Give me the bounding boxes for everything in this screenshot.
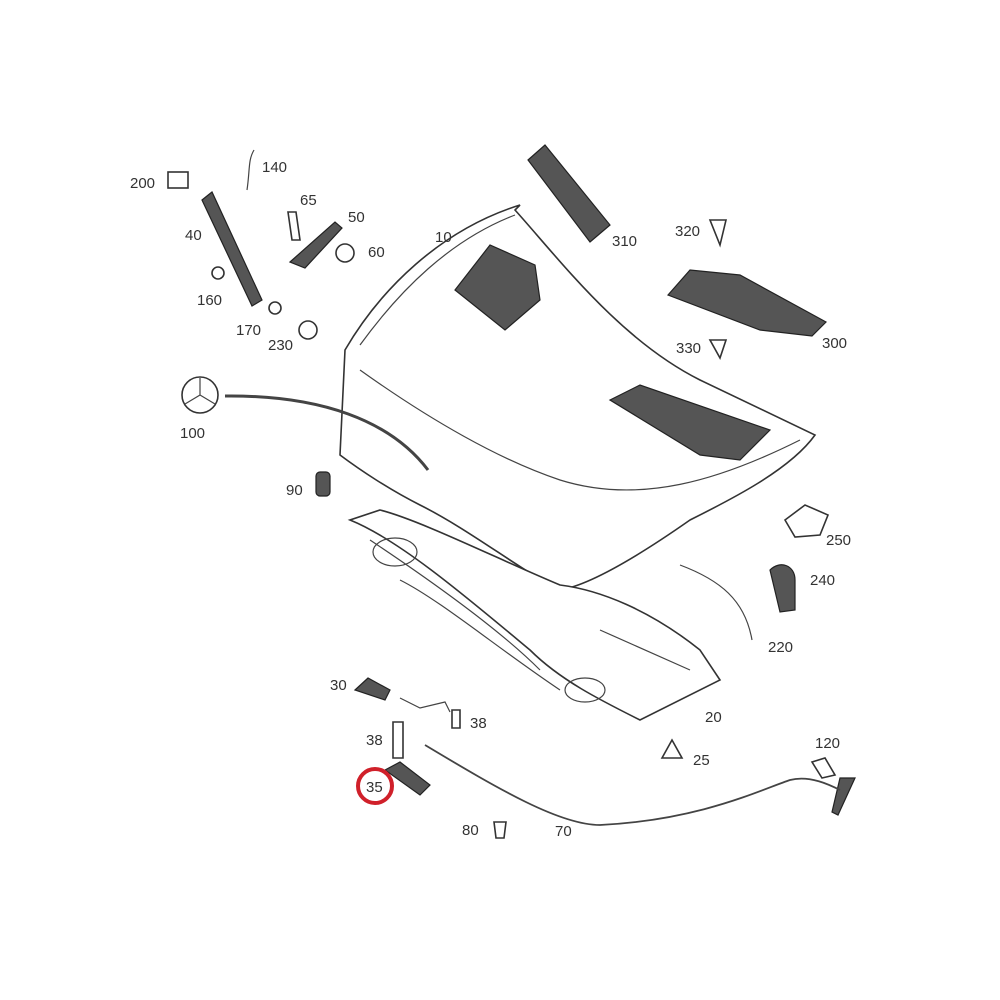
cable-part-70[interactable]: [424, 744, 841, 826]
label-10: 10: [435, 229, 452, 246]
hood-part-10[interactable]: [339, 204, 817, 591]
catch-part-35[interactable]: [383, 761, 431, 796]
bolt-part-38a[interactable]: [451, 709, 461, 729]
cable-part-140[interactable]: [246, 149, 255, 191]
label-38-right: 38: [470, 715, 487, 732]
washer-part-160[interactable]: [211, 266, 225, 280]
label-330: 330: [676, 340, 701, 357]
label-35: 35: [366, 779, 383, 796]
label-200: 200: [130, 175, 155, 192]
nut-part-170[interactable]: [268, 301, 282, 315]
hinge-part-50[interactable]: [288, 221, 343, 269]
clip-part-320[interactable]: [708, 219, 728, 248]
label-90: 90: [286, 482, 303, 499]
clip-part-330[interactable]: [708, 339, 728, 360]
label-80: 80: [462, 822, 479, 839]
label-40: 40: [185, 227, 202, 244]
clip-part-200[interactable]: [167, 171, 189, 189]
bushing-part-230[interactable]: [298, 320, 318, 340]
wire-line: [399, 697, 451, 713]
label-70: 70: [555, 823, 572, 840]
label-30: 30: [330, 677, 347, 694]
label-20: 20: [705, 709, 722, 726]
grille-part-310[interactable]: [527, 144, 611, 243]
highlight-circle: [356, 767, 394, 805]
bumper-part-90[interactable]: [315, 471, 331, 497]
label-65: 65: [300, 192, 317, 209]
part-labels: 200 140 65 50 60 40 160 170 230 10 310 3…: [130, 159, 851, 840]
handle-part-120[interactable]: [810, 757, 837, 779]
rod-part-220[interactable]: [679, 564, 753, 641]
lever-part-120[interactable]: [831, 777, 856, 816]
label-230: 230: [268, 337, 293, 354]
label-160: 160: [197, 292, 222, 309]
label-220: 220: [768, 639, 793, 656]
cap-part-60[interactable]: [335, 243, 355, 263]
label-170: 170: [236, 322, 261, 339]
label-100: 100: [180, 425, 205, 442]
lock-part-30[interactable]: [353, 677, 391, 701]
label-25: 25: [693, 752, 710, 769]
label-250: 250: [826, 532, 851, 549]
emblem-part-100[interactable]: [181, 376, 430, 471]
seal-part-240[interactable]: [769, 564, 796, 613]
label-140: 140: [262, 159, 287, 176]
hood-frame-part-20[interactable]: [347, 509, 722, 721]
label-310: 310: [612, 233, 637, 250]
clip-part-25[interactable]: [660, 738, 684, 759]
label-300: 300: [822, 335, 847, 352]
spring-part-40[interactable]: [201, 191, 263, 307]
label-60: 60: [368, 244, 385, 261]
label-240: 240: [810, 572, 835, 589]
label-320: 320: [675, 223, 700, 240]
clip-part-80[interactable]: [493, 821, 507, 839]
bolt-part-38b[interactable]: [392, 721, 404, 759]
label-38-left: 38: [366, 732, 383, 749]
pad-part-250[interactable]: [783, 504, 830, 538]
label-50: 50: [348, 209, 365, 226]
grille-part-300[interactable]: [666, 269, 827, 337]
bolt-part-65[interactable]: [287, 211, 301, 241]
label-120: 120: [815, 735, 840, 752]
